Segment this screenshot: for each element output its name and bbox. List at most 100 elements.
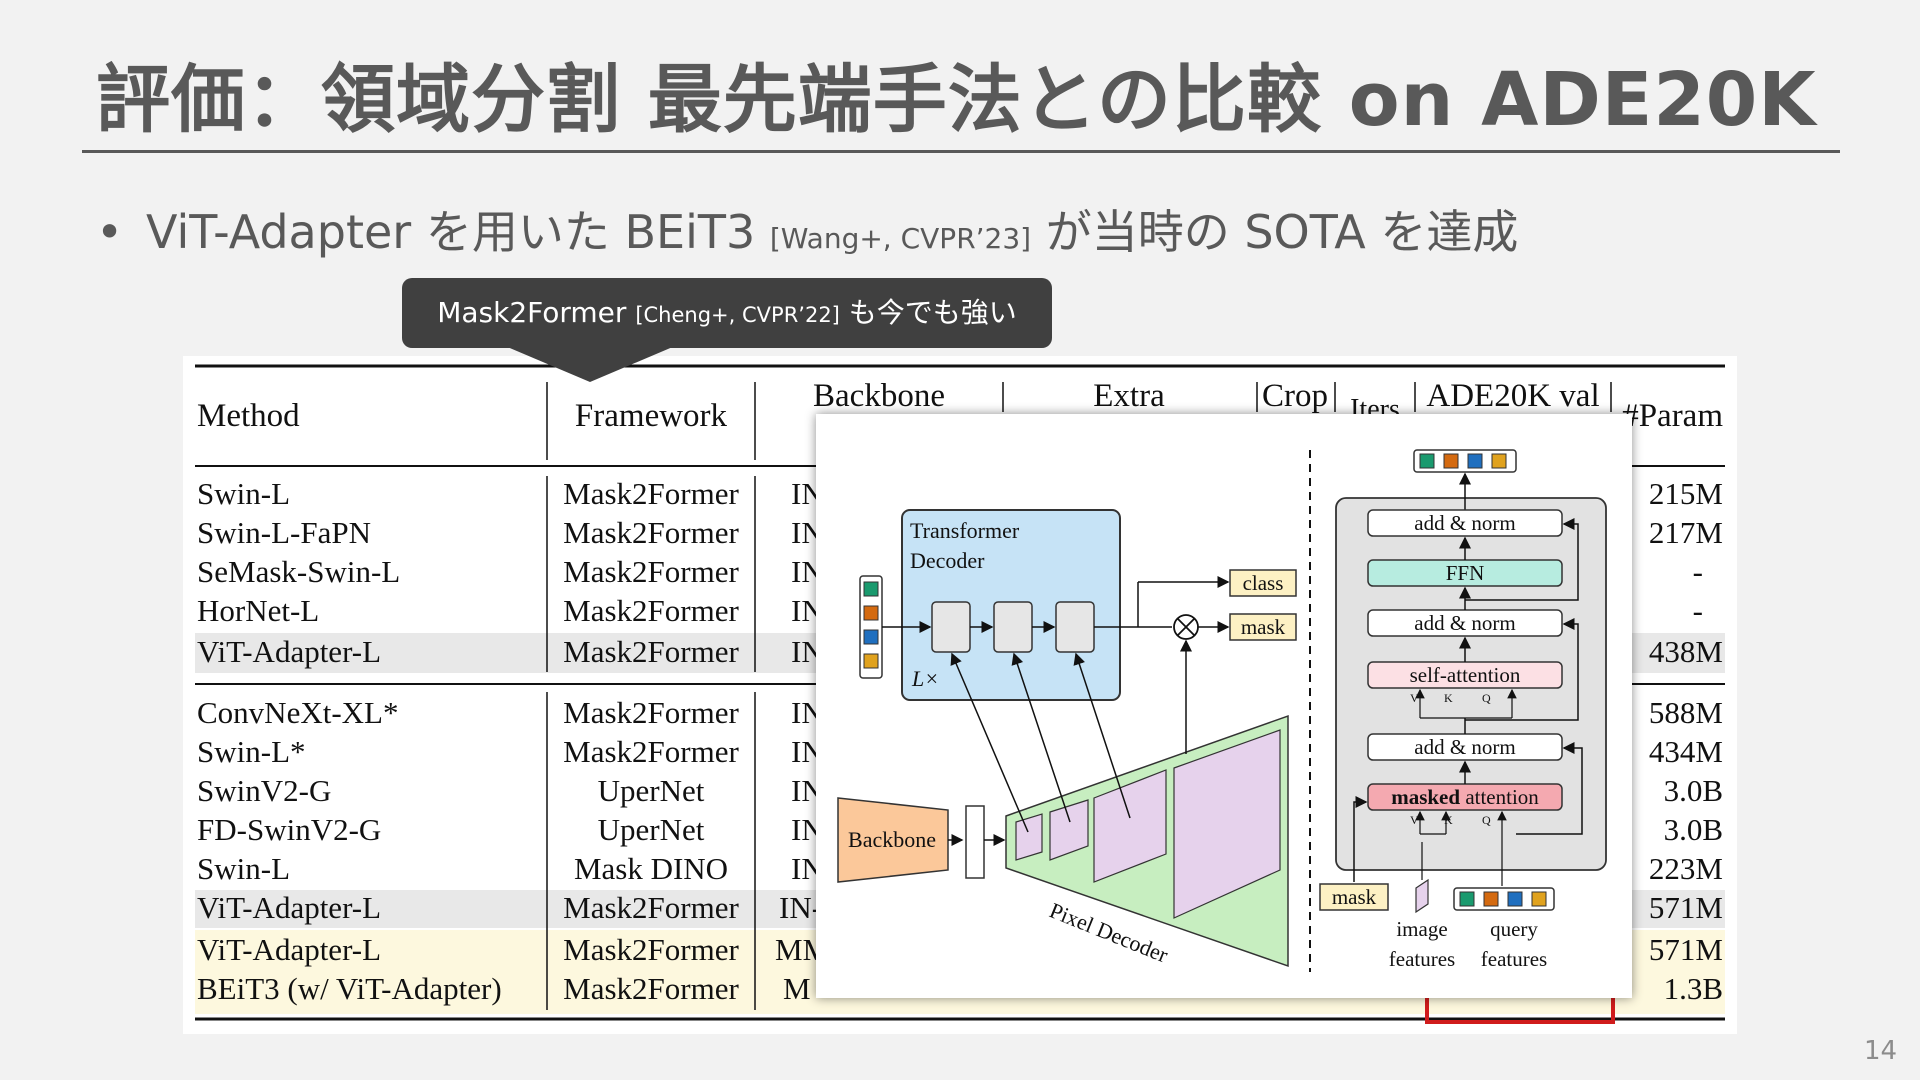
row-method: ViT-Adapter-L [197,932,381,967]
q-label: Q [1482,691,1491,705]
mask-input [1319,883,1389,911]
query-features-input [1453,887,1555,911]
header-framework: Framework [575,398,728,434]
class-output [1229,569,1297,597]
page-number: 14 [1864,1036,1898,1066]
row-method: Swin-L [197,476,290,511]
v-label: V [1410,691,1419,705]
block-label: add & norm [1414,611,1515,635]
row-framework: UperNet [598,812,705,847]
row-framework: Mask2Former [563,554,739,589]
row-framework: Mask2Former [563,890,739,925]
decoder-layer [931,601,971,653]
row-framework: Mask2Former [563,476,739,511]
row-framework: Mask2Former [563,695,739,730]
block-label: FFN [1446,561,1485,585]
add-norm-layer [1367,509,1563,537]
query-features-line-2: features [1481,947,1547,971]
query-features-line-1: query [1490,917,1538,941]
row-method: SeMask-Swin-L [197,554,400,589]
title-divider [82,150,1840,153]
row-param: 438M [1649,634,1723,669]
row-framework: Mask DINO [574,851,728,886]
td-line-2: Decoder [910,548,985,573]
header-backbone: Backbone [813,378,945,414]
row-method: Swin-L [197,851,290,886]
td-line-1: Transformer [910,518,1020,543]
row-framework: Mask2Former [563,593,739,628]
header-crop: Crop [1262,378,1328,414]
k-label: K [1444,813,1453,827]
backbone-block [837,797,949,883]
row-param: 215M [1649,476,1723,511]
row-method: ViT-Adapter-L [197,634,381,669]
v-label: V [1410,813,1419,827]
row-param: - [1693,554,1703,589]
row-method: ViT-Adapter-L [197,890,381,925]
decoder-layer [1055,601,1095,653]
row-param: 217M [1649,515,1723,550]
masked-rest: attention [1460,785,1539,809]
mask-input-label: mask [1332,885,1377,909]
callout-bubble: Mask2Former [Cheng+, CVPR’22] も今でも強い [402,278,1052,348]
mask-output [1229,613,1297,641]
bullet-text-2: が当時の SOTA を達成 [1031,205,1519,259]
bullet-text-1: ViT-Adapter を用いた BEiT3 [146,205,770,259]
image-features-line-2: features [1389,947,1455,971]
bullet-dot: • [96,205,124,259]
row-param: 571M [1649,932,1723,967]
row-param: 3.0B [1664,812,1723,847]
row-param: 588M [1649,695,1723,730]
row-framework: UperNet [598,773,705,808]
image-features-label: image features [1389,917,1455,971]
class-label: class [1243,571,1284,595]
image-features-icon [1415,878,1429,914]
header-extra: Extra [1093,378,1165,414]
row-backbone: M [783,971,811,1006]
bullet-citation: [Wang+, CVPR’23] [769,222,1032,255]
row-framework: Mask2Former [563,515,739,550]
row-param: 1.3B [1664,971,1723,1006]
bullet-point: • ViT-Adapter を用いた BEiT3 [Wang+, CVPR’23]… [96,196,1518,262]
header-method: Method [197,398,300,434]
backbone-label: Backbone [848,827,936,852]
callout-text-2: も今でも強い [839,296,1017,329]
row-framework: Mask2Former [563,634,739,669]
k-label: K [1444,691,1453,705]
row-param: 223M [1649,851,1723,886]
row-method: BEiT3 (w/ ViT-Adapter) [197,971,502,1006]
row-framework: Mask2Former [563,971,739,1006]
callout-tail [505,346,675,382]
row-param: 3.0B [1664,773,1723,808]
slide-title: 評価：領域分割 最先端手法との比較 on ADE20K [96,57,1817,143]
callout-text-1: Mask2Former [437,296,636,329]
decoder-layer [993,601,1033,653]
row-method: Swin-L* [197,734,306,769]
query-token [863,629,879,645]
row-framework: Mask2Former [563,734,739,769]
repeat-label: L× [911,666,939,691]
query-features-label: query features [1481,917,1547,971]
q-label: Q [1482,813,1491,827]
masked-bold: masked [1391,785,1460,809]
header-param: #Param [1622,398,1723,434]
row-param: 434M [1649,734,1723,769]
image-features-line-1: image [1396,917,1447,941]
row-backbone: IN- [779,890,822,925]
mask-label: mask [1241,615,1286,639]
query-token [863,581,879,597]
block-label: add & norm [1414,735,1515,759]
block-label: add & norm [1414,511,1515,535]
header-ade20k-val: ADE20K val [1426,378,1599,414]
masked-attention-label: masked attention [1391,785,1539,809]
row-param: 571M [1649,890,1723,925]
row-method: ConvNeXt-XL* [197,695,398,730]
row-method: Swin-L-FaPN [197,515,371,550]
row-method: FD-SwinV2-G [197,812,381,847]
query-token [863,653,879,669]
output-queries [1413,449,1517,473]
block-label: self-attention [1410,663,1521,687]
callout-citation: [Cheng+, CVPR’22] [635,303,840,327]
